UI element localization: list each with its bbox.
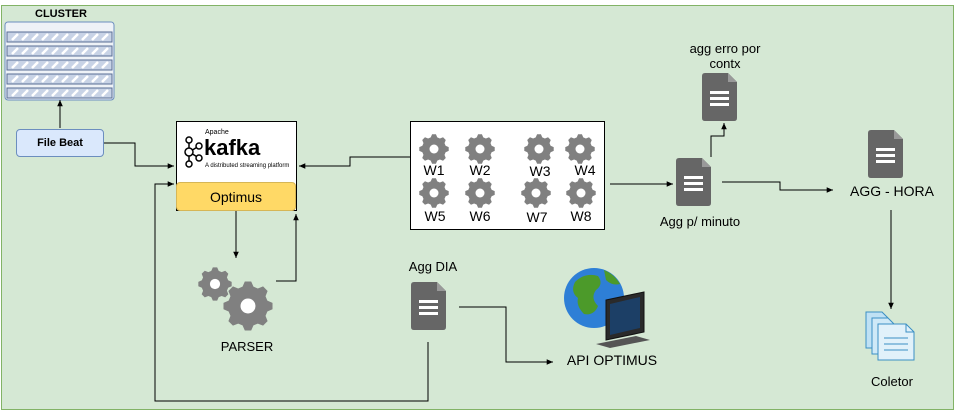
- worker-w3-icon: [524, 134, 554, 164]
- kafka-small-top: Apache: [205, 129, 229, 136]
- worker-w7-icon: [521, 178, 551, 208]
- kafka-brand: kafka: [204, 135, 261, 160]
- agg-minuto-doc-icon: [676, 158, 711, 206]
- coletor-docs-icon: [865, 311, 915, 361]
- coletor-label: Coletor: [871, 374, 913, 389]
- worker-w5-icon: [419, 178, 449, 208]
- worker-w2-icon: [465, 134, 495, 164]
- cluster-label: CLUSTER: [35, 8, 87, 20]
- api-optimus-label: API OPTIMUS: [566, 352, 658, 368]
- agg-minuto-label: Agg p/ minuto: [659, 214, 741, 229]
- kafka-tagline: A distributed streaming platform: [205, 163, 290, 169]
- agg-hora-doc-icon: [868, 130, 903, 178]
- worker-w7-label: W7: [526, 209, 548, 225]
- worker-w8-icon: [566, 178, 596, 208]
- parser-label: PARSER: [220, 339, 274, 354]
- agg-hora-label: AGG - HORA: [849, 183, 935, 199]
- worker-w4-label: W4: [574, 162, 596, 178]
- worker-w1-label: W1: [423, 162, 445, 178]
- worker-w5-label: W5: [424, 208, 446, 224]
- filebeat-box: File Beat: [16, 129, 104, 157]
- agg-dia-label: Agg DIA: [408, 259, 458, 274]
- agg-dia-doc-icon: [411, 282, 446, 330]
- cluster-server-icon: [4, 21, 115, 101]
- agg-erro-doc-icon: [702, 73, 737, 121]
- worker-w3-label: W3: [529, 163, 551, 179]
- worker-w2-label: W2: [469, 162, 491, 178]
- api-monitor-icon: [564, 268, 650, 348]
- kafka-logo-icon: [184, 136, 203, 168]
- connector-lines: [57, 100, 894, 402]
- worker-w1-icon: [419, 134, 449, 164]
- worker-w6-label: W6: [469, 208, 491, 224]
- optimus-box: Optimus: [176, 182, 296, 211]
- worker-w6-icon: [465, 178, 495, 208]
- worker-w8-label: W8: [570, 208, 592, 224]
- agg-erro-label: agg erro por contx: [689, 41, 761, 71]
- worker-w4-icon: [565, 134, 595, 164]
